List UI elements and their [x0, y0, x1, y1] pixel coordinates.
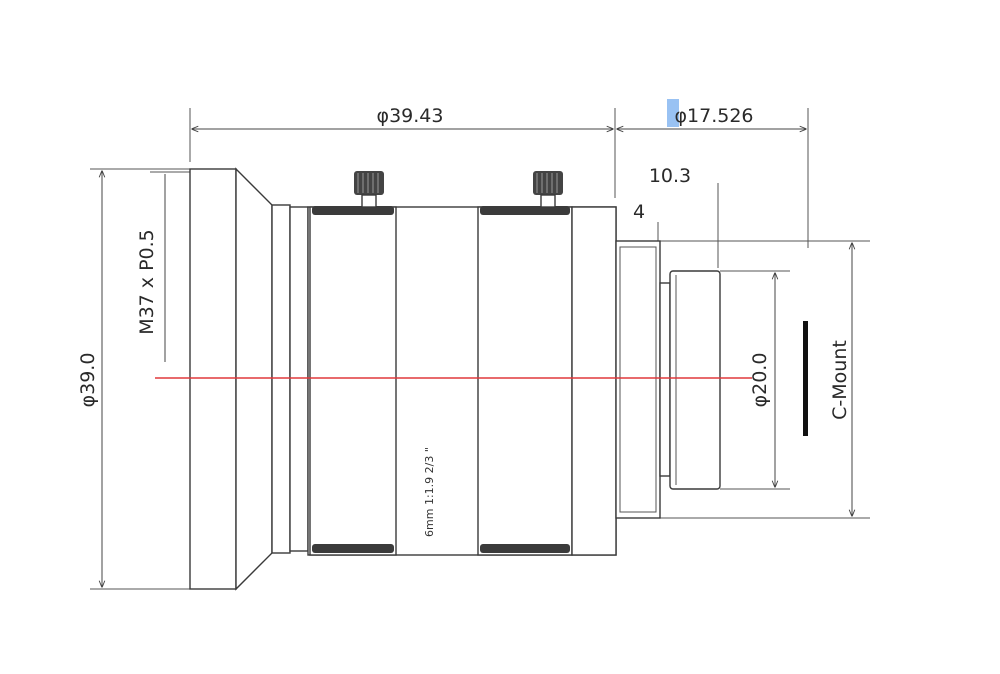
- mount-step: [659, 282, 671, 477]
- aperture-ring: [477, 206, 573, 556]
- taper: [235, 167, 273, 591]
- mount-flange: [615, 240, 661, 519]
- label-lens-spec: 6mm 1:1.9 2/3 ": [423, 447, 436, 537]
- focus-ring-top-band: [312, 206, 394, 215]
- label-outer-diameter: φ39.0: [77, 353, 99, 408]
- sensor-plane: [803, 321, 808, 436]
- label-thread-step: 4: [633, 201, 645, 223]
- aperture-ring-bottom-band: [480, 544, 570, 553]
- lock-screw-2: [533, 171, 563, 208]
- label-overall-length: φ39.43: [377, 105, 444, 127]
- mount-flange-inner: [619, 246, 657, 513]
- label-mount-type: C-Mount: [829, 340, 851, 420]
- inner-ring-1: [271, 204, 291, 554]
- rear-rim: [571, 206, 617, 556]
- label-mount-diameter: φ20.0: [749, 353, 771, 408]
- aperture-ring-top-band: [480, 206, 570, 215]
- focus-ring: [309, 206, 397, 556]
- label-mount-length: φ17.526: [674, 105, 753, 127]
- mount-thread: [669, 270, 721, 490]
- focus-ring-bottom-band: [312, 544, 394, 553]
- label-flange-depth: 10.3: [649, 165, 691, 187]
- inner-ring-2: [289, 206, 309, 552]
- front-ring: [189, 168, 237, 590]
- lock-screw-1: [354, 171, 384, 208]
- label-filter-thread: M37 x P0.5: [136, 229, 158, 335]
- selection-highlight: [667, 99, 679, 127]
